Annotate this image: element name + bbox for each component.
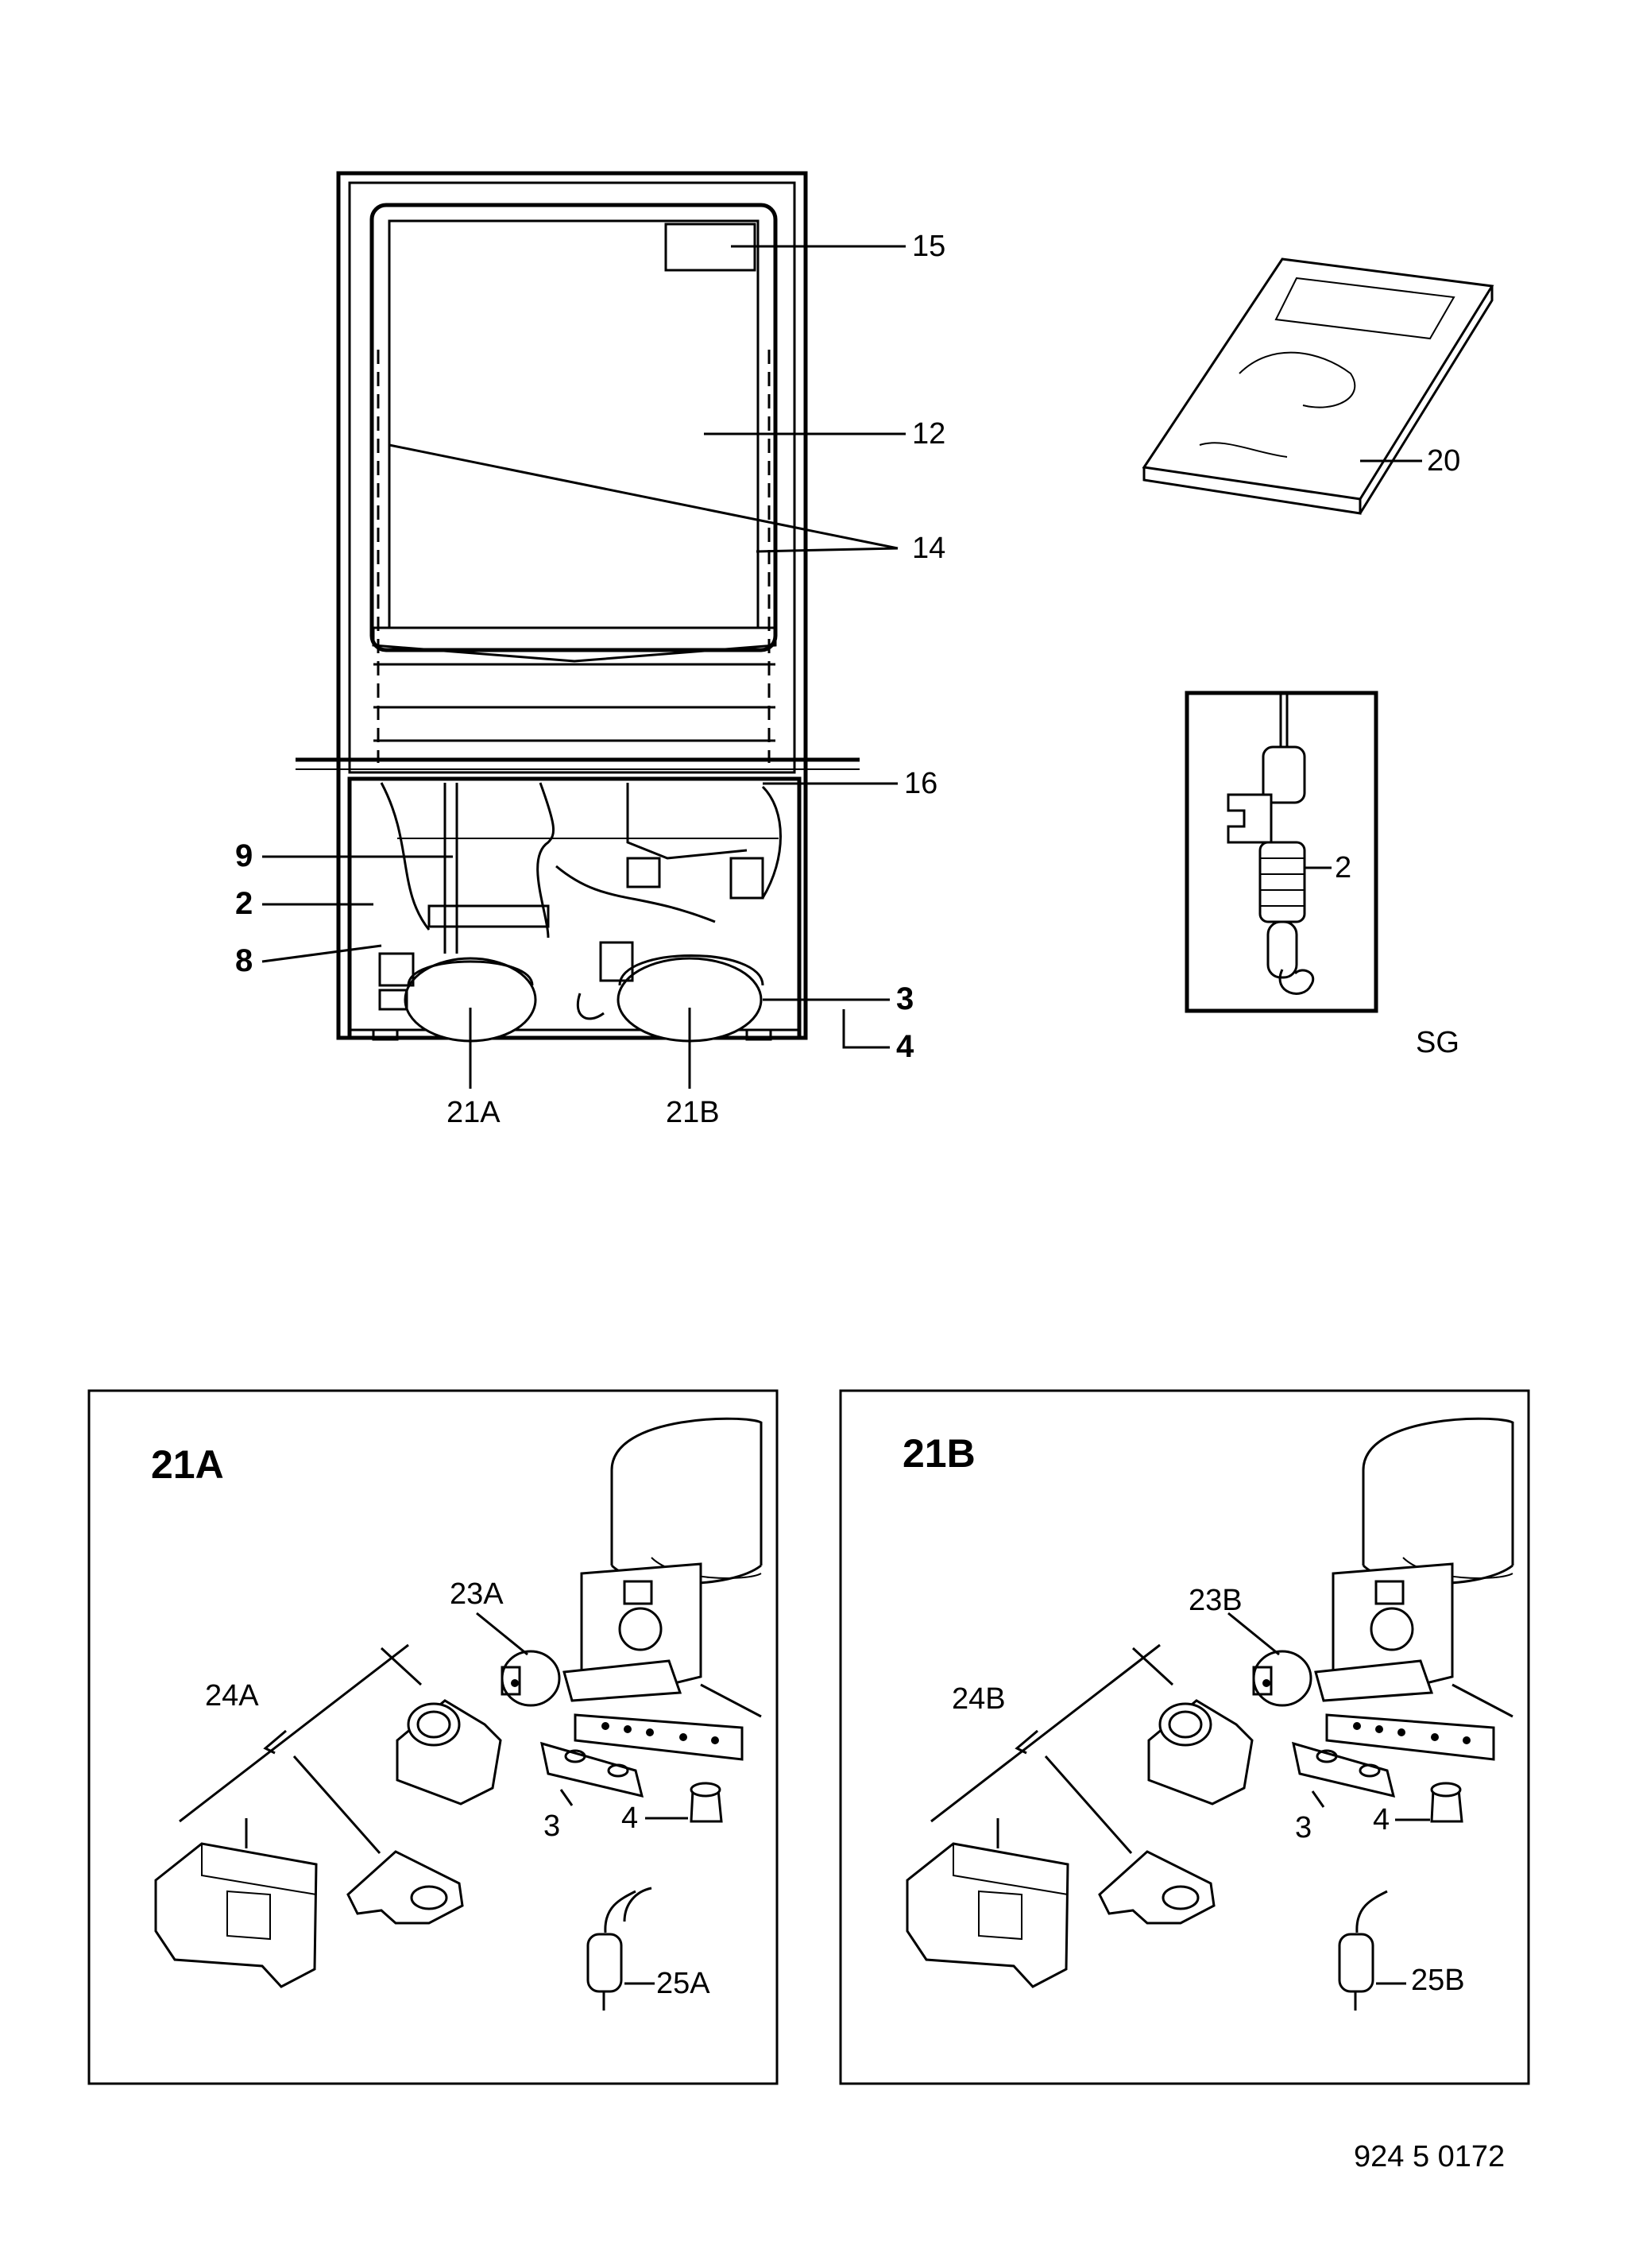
callout-8: 8 <box>235 943 253 978</box>
callout-15: 15 <box>912 230 945 263</box>
callout-21a: 21A <box>446 1096 501 1129</box>
callout-20: 20 <box>1427 444 1460 478</box>
callout-2: 2 <box>235 886 253 921</box>
callout-9: 9 <box>235 838 253 873</box>
panel-21a-title: 21A <box>151 1442 224 1487</box>
callout-14: 14 <box>912 532 945 565</box>
callout-3b: 3 <box>1295 1811 1312 1844</box>
callout-4a: 4 <box>621 1802 638 1835</box>
callout-16: 16 <box>904 767 937 800</box>
callout-21b: 21B <box>666 1096 720 1129</box>
callout-24b: 24B <box>952 1682 1006 1716</box>
panel-21a <box>87 1389 779 2085</box>
callout-24a: 24A <box>205 1679 259 1713</box>
callout-23a: 23A <box>450 1577 504 1611</box>
panel-21b-title: 21B <box>903 1431 976 1476</box>
panel-21b <box>839 1389 1530 2085</box>
callout-3: 3 <box>896 981 914 1016</box>
callout-12: 12 <box>912 417 945 451</box>
machinery-compartment <box>347 776 802 1043</box>
callout-25a: 25A <box>656 1967 710 2000</box>
sg-label: SG <box>1416 1026 1459 1059</box>
callout-25b: 25B <box>1411 1964 1465 1997</box>
callout-4b: 4 <box>1373 1803 1390 1836</box>
callout-3a: 3 <box>543 1809 560 1843</box>
fridge-cabinet <box>296 171 860 1040</box>
sensor-inset <box>1185 691 1378 1013</box>
leader-lines <box>261 245 906 1089</box>
callout-23b: 23B <box>1189 1584 1243 1617</box>
document-code: 924 5 0172 <box>1354 2140 1505 2173</box>
instruction-booklet <box>1142 257 1494 515</box>
callout-2-inset: 2 <box>1335 851 1351 884</box>
callout-4: 4 <box>896 1029 914 1064</box>
